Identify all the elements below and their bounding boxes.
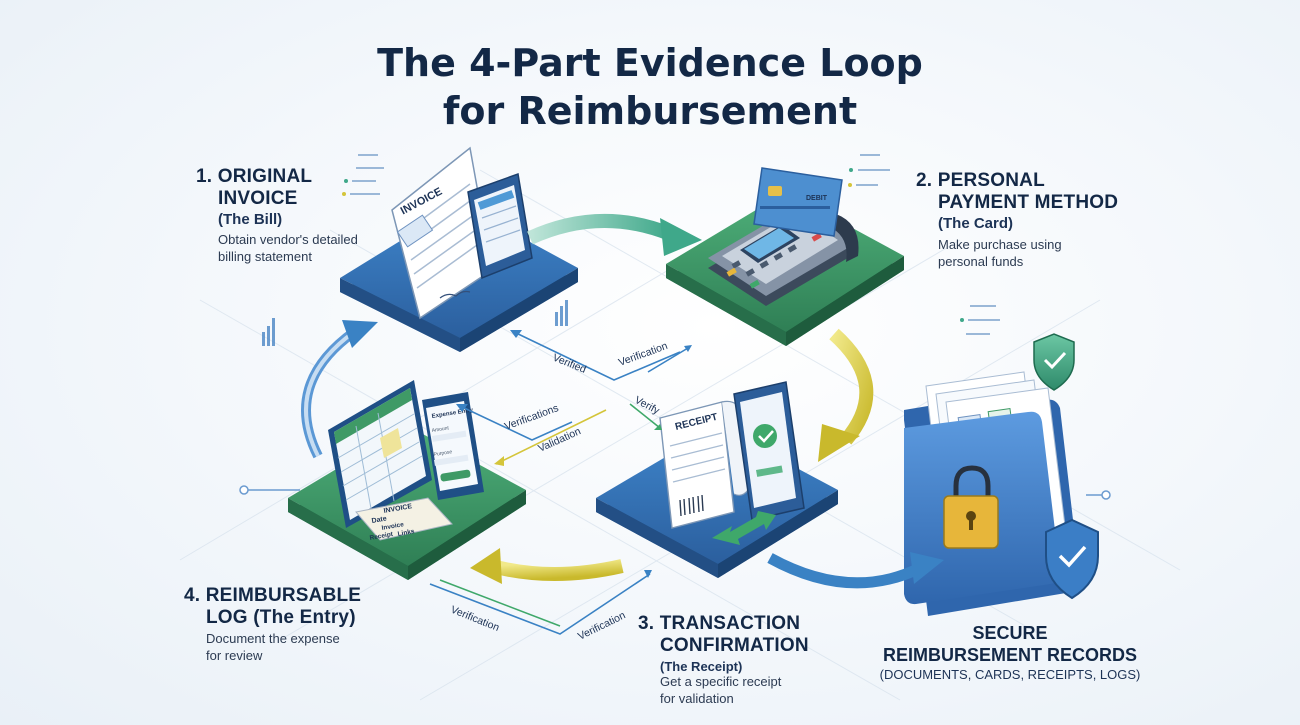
shield-check-icon [1033, 333, 1075, 391]
connector-dots [239, 485, 1111, 500]
tag-receipt: Receipt [369, 531, 394, 542]
step-1-desc: Obtain vendor's detailed billing stateme… [218, 231, 358, 265]
padlock-icon [943, 465, 999, 549]
tablet-invoice-icon [467, 172, 533, 280]
step-1-block: 1. ORIGINAL INVOICE (The Bill) [196, 166, 312, 229]
tag-invoice2: Invoice [381, 521, 405, 532]
arrow-receipt-to-folder [767, 552, 944, 589]
debit-card-label: DEBIT [806, 195, 828, 202]
arrow-receipt-to-log [470, 548, 624, 584]
step-3-title-line1: 3. TRANSACTION [638, 613, 801, 634]
step-4-block: 4. REIMBURSABLE LOG (The Entry) [184, 585, 361, 629]
tag-date: Date [371, 515, 387, 525]
list-decor-top [342, 154, 384, 196]
step-2-desc-line1: Make purchase using [938, 237, 1062, 252]
debit-card-icon: DEBIT [753, 167, 843, 237]
receipt-icon: RECEIPT [659, 400, 749, 529]
arrow-invoice-to-card [527, 213, 702, 256]
step-2-subtitle: (The Card) [938, 215, 1013, 232]
spreadsheet-icon [328, 380, 432, 528]
secure-title-line1: SECURE [972, 623, 1048, 643]
tag-links: Links [397, 528, 415, 538]
tag-invoice: INVOICE [383, 503, 413, 515]
step-3-block: 3. TRANSACTION CONFIRMATION (The Receipt… [638, 613, 809, 676]
step-4-title-line2: LOG (The Entry) [206, 607, 356, 628]
tag-card: INVOICE Date Invoice Receipt Links [355, 497, 453, 542]
step-4-desc-line2: for review [206, 648, 263, 663]
phone-expense-entry-icon: Expense Entry Amount Purpose [422, 392, 484, 500]
arrow-card-to-receipt [818, 328, 874, 462]
label-validation: Validation [536, 425, 582, 454]
invoice-icon: INVOICE [391, 146, 493, 320]
bar-chart-decor-mid [555, 300, 568, 326]
step-1-desc-line1: Obtain vendor's detailed [218, 232, 358, 247]
list-decor-right [848, 154, 890, 187]
page-title-line1: The 4-Part Evidence Loop [377, 41, 923, 85]
two-way-arrow-icon [712, 511, 776, 545]
label-verify: Verify [633, 394, 662, 417]
step-3-desc-line1: Get a specific receipt [660, 674, 782, 689]
verification-flow-lines [429, 330, 692, 635]
label-verification-bottom-right: Verification [576, 609, 628, 642]
step-2-title-line1: 2. PERSONAL [916, 170, 1045, 191]
step-3-desc: Get a specific receipt for validation [660, 673, 781, 707]
step-3-title-line2: CONFIRMATION [660, 635, 809, 656]
secure-subtitle: (DOCUMENTS, CARDS, RECEIPTS, LOGS) [879, 667, 1141, 682]
step-4-desc: Document the expense for review [206, 630, 340, 664]
step-2-desc: Make purchase using personal funds [938, 236, 1062, 270]
label-verifications: Verifications [503, 402, 560, 433]
label-verified: Verified [551, 352, 588, 376]
step-1-desc-line2: billing statement [218, 249, 312, 264]
purpose-label: Purpose [433, 449, 453, 458]
arrow-log-to-invoice [301, 320, 378, 459]
amount-label: Amount [431, 425, 450, 434]
secure-records-block: SECURE REIMBURSEMENT RECORDS (DOCUMENTS,… [860, 622, 1160, 684]
step-4-title-line1: 4. REIMBURSABLE [184, 585, 362, 606]
bar-chart-decor-left [262, 318, 275, 346]
list-decor-folder [960, 305, 1000, 335]
shield-check-large-icon [1045, 518, 1099, 600]
step-4-desc-line1: Document the expense [206, 631, 340, 646]
step-1-title-line1: 1. ORIGINAL [196, 166, 313, 187]
step-1-title-line2: INVOICE [218, 188, 298, 209]
tablet-confirm-icon [733, 381, 805, 521]
step-3-subtitle: (The Receipt) [660, 659, 743, 674]
locked-folder-icon [904, 371, 1081, 616]
secure-title-line2: REIMBURSEMENT RECORDS [882, 645, 1137, 665]
step-3-desc-line2: for validation [660, 691, 734, 706]
step-2-desc-line2: personal funds [938, 254, 1024, 269]
page-title-line2: for Reimbursement [442, 89, 858, 133]
step-2-block: 2. PERSONAL PAYMENT METHOD (The Card) [916, 170, 1118, 233]
step-2-title-line2: PAYMENT METHOD [938, 192, 1119, 213]
step-1-subtitle: (The Bill) [218, 211, 283, 228]
